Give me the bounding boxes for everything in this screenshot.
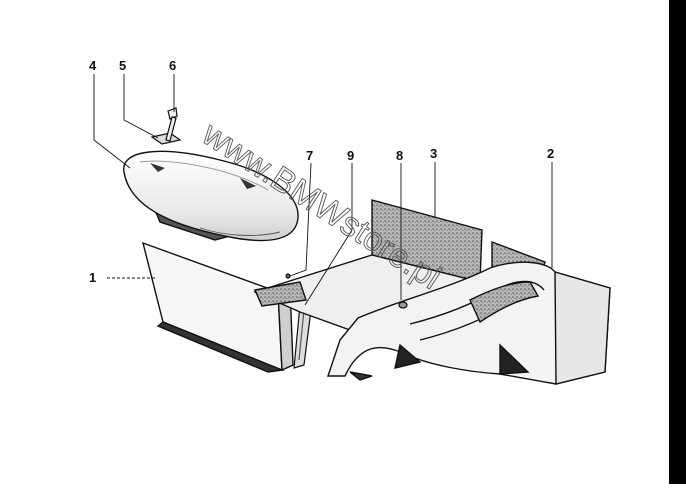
part-4-cushion bbox=[123, 150, 299, 242]
right-edge-bar bbox=[669, 0, 686, 484]
part-7-pin bbox=[285, 273, 291, 279]
callout-9: 9 bbox=[347, 148, 354, 163]
callout-6: 6 bbox=[169, 58, 176, 73]
callout-2: 2 bbox=[547, 146, 554, 161]
part-2-tray bbox=[253, 240, 611, 385]
callout-4: 4 bbox=[89, 58, 97, 73]
callout-8: 8 bbox=[396, 148, 403, 163]
part-1-panel bbox=[141, 241, 294, 373]
callout-1: 1 bbox=[89, 270, 96, 285]
part-8-fastener bbox=[398, 301, 408, 309]
callout-7: 7 bbox=[306, 148, 313, 163]
leader-lines bbox=[93, 74, 553, 306]
callout-3: 3 bbox=[430, 146, 437, 161]
part-6-screw bbox=[165, 107, 178, 142]
callout-labels: 1 2 3 4 5 6 7 8 9 bbox=[89, 58, 554, 285]
callout-5: 5 bbox=[119, 58, 126, 73]
